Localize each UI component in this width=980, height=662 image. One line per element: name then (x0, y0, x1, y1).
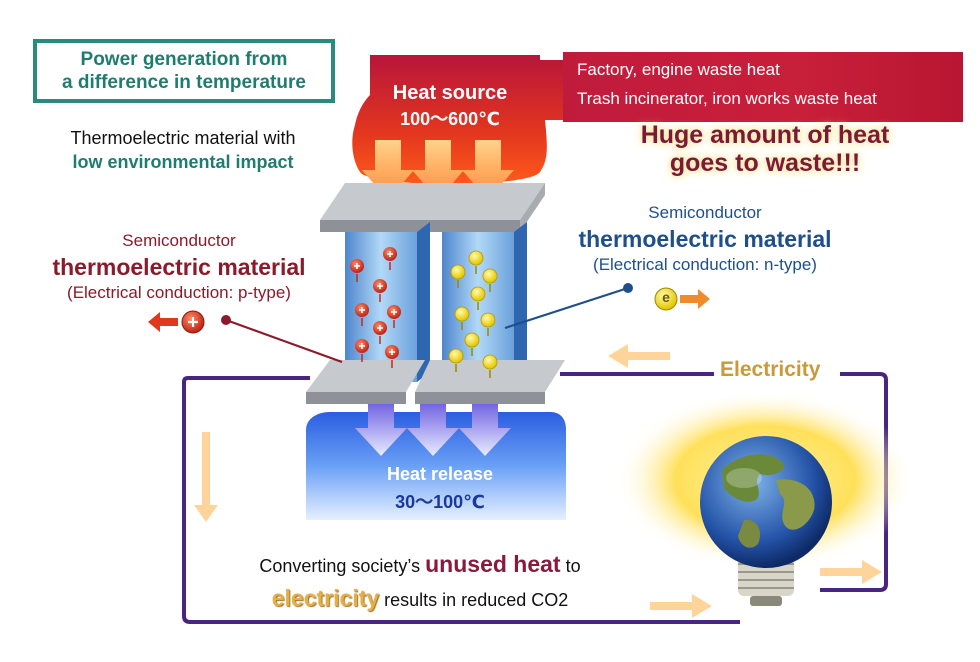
heat-source-range: 100～600℃ (400, 109, 500, 129)
p-type-note: (Electrical conduction: p-type) (67, 283, 291, 302)
n-carriers (448, 250, 498, 378)
p-type-label: Semiconductor thermoelectric material (E… (14, 230, 344, 304)
waste-sources-banner: Factory, engine waste heat Trash inciner… (563, 52, 963, 122)
waste-note-line1: Huge amount of heat (640, 121, 890, 149)
n-type-note: (Electrical conduction: n-type) (593, 255, 817, 274)
low-env-prefix: Thermoelectric material with (70, 128, 296, 148)
bottom-line2: electricity results in reduced CO2 (210, 582, 630, 616)
heat-release-title: Heat release (386, 464, 494, 484)
bottom-highlight1: unused heat (425, 551, 561, 577)
bottom-line1: Converting society’s unused heat to (210, 548, 630, 582)
waste-note: Huge amount of heat goes to waste!!! (600, 121, 930, 177)
title-line1: Power generation from (80, 49, 288, 70)
n-leader-line (504, 283, 633, 330)
p-type-big: thermoelectric material (52, 254, 306, 280)
p-carriers (350, 247, 401, 368)
p-carrier-icon (148, 310, 205, 334)
title-line2: a difference in temperature (62, 72, 306, 93)
n-carrier-symbol: e (662, 289, 670, 305)
bottom-part3: results in reduced CO2 (384, 590, 569, 610)
n-type-small: Semiconductor (648, 203, 762, 222)
n-type-label: Semiconductor thermoelectric material (E… (540, 202, 870, 276)
heat-source-title: Heat source (392, 82, 508, 104)
waste-note-line2: goes to waste!!! (669, 149, 861, 177)
current-flow-arrows (194, 344, 882, 618)
bottom-plates (306, 360, 565, 404)
top-plate (320, 183, 545, 232)
waste-source-1: Factory, engine waste heat (577, 60, 780, 79)
heat-release-label: Heat release 30～100℃ (340, 460, 540, 516)
heat-source-label: Heat source 100～600℃ (360, 80, 540, 132)
bottom-highlight2: electricity (271, 585, 380, 611)
low-env-caption: Thermoelectric material with low environ… (28, 126, 338, 174)
earth-globe-icon (700, 436, 832, 568)
bottom-part2: to (565, 556, 581, 576)
electricity-label: Electricity (714, 358, 827, 382)
n-type-big: thermoelectric material (578, 226, 832, 252)
low-env-highlight: low environmental impact (72, 152, 294, 172)
p-leader-line (221, 315, 343, 364)
n-carrier-icon (654, 287, 710, 311)
bottom-caption: Converting society’s unused heat to elec… (210, 548, 630, 616)
title-box: Power generation from a difference in te… (33, 39, 335, 103)
p-type-small: Semiconductor (122, 231, 236, 250)
heat-source-shape (352, 55, 563, 184)
bottom-part1: Converting society’s (259, 556, 421, 576)
p-type-leg (345, 222, 430, 382)
waste-source-2: Trash incinerator, iron works waste heat (577, 89, 877, 108)
cold-arrows (355, 400, 511, 456)
heat-release-range: 30～100℃ (395, 492, 485, 512)
